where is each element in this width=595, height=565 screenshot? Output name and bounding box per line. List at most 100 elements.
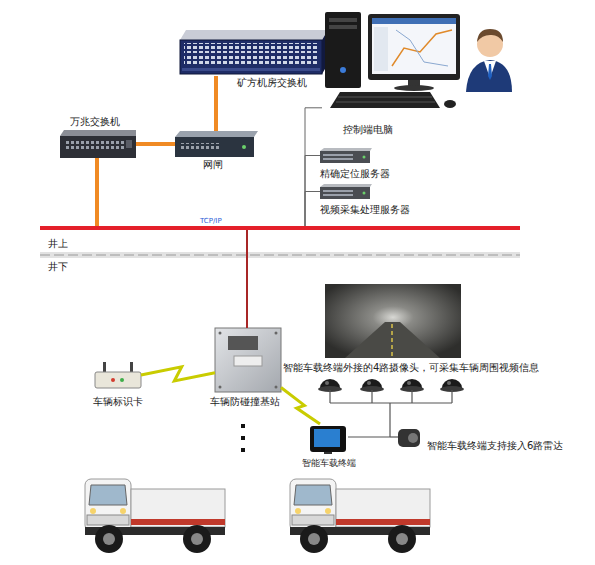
terminal-icon [310, 426, 346, 452]
shaft-divider [40, 252, 520, 258]
node-label: 视频采集处理服务器 [320, 204, 410, 216]
node-label: 万兆交换机 [70, 116, 120, 128]
node-label: 精确定位服务器 [320, 168, 390, 180]
tag-card-icon [95, 362, 141, 388]
server-icon [323, 194, 353, 196]
gateway-icon [175, 131, 258, 157]
control-pc-icon [488, 64, 492, 80]
node-label: 车辆标识卡 [93, 396, 143, 408]
base-station-icon [219, 386, 222, 389]
core-switch-icon [182, 68, 320, 71]
tag-card-icon [103, 362, 106, 373]
server-icon [363, 156, 366, 159]
control-pc-icon [325, 12, 361, 88]
shaft-divider [40, 255, 520, 256]
server-icon [363, 192, 366, 195]
connector [305, 192, 320, 227]
core-switch-node: 矿方机房交换机 [180, 30, 328, 76]
network-bus: TCP/IP [40, 226, 520, 230]
radar-icon [398, 429, 420, 447]
control-pc-icon [340, 67, 346, 73]
camera-wires [389, 403, 390, 437]
server-icon [320, 151, 370, 163]
tunnel-photo [391, 324, 393, 358]
core-switch-icon [184, 43, 318, 53]
server-node: 视频采集处理服务器 [320, 184, 372, 199]
server-icon [320, 148, 372, 163]
base-station-icon [275, 332, 278, 335]
server-node: 精确定位服务器 [320, 148, 372, 163]
base-station-icon [215, 328, 281, 392]
core-switch-icon [180, 40, 322, 74]
base-station-icon [234, 356, 262, 366]
control-pc-icon [477, 29, 503, 42]
tunnel-photo [325, 284, 461, 358]
server-icon [323, 158, 353, 160]
control-pc-icon [372, 18, 456, 24]
tunnel-photo [345, 322, 440, 358]
server-icon [320, 148, 372, 151]
node-label: 网闸 [203, 159, 223, 171]
camera-wires [330, 390, 452, 437]
truck-illustration [290, 479, 430, 553]
control-pc-icon [392, 30, 452, 66]
control-pc-icon [466, 60, 512, 92]
control-pc-icon [330, 92, 440, 108]
zone-label: 井上 [48, 238, 68, 250]
tag-card-icon [130, 362, 133, 373]
tag-card-icon [120, 378, 124, 382]
ten-gig-switch-node: 万兆交换机 [60, 130, 136, 158]
camera-wires [371, 390, 372, 403]
base-station-node: 车辆防碰撞基站 [215, 328, 281, 392]
radar-icon [408, 433, 418, 443]
more-dots [241, 424, 245, 428]
server-icon [323, 154, 353, 156]
control-pc-icon [372, 18, 456, 74]
control-pc-icon [444, 100, 456, 108]
truck-illustration [85, 479, 225, 553]
wireless-link [281, 388, 320, 425]
base-station-icon [275, 386, 278, 389]
node-label: 智能车载终端 [302, 458, 356, 469]
camera-wires [329, 390, 330, 403]
connector [305, 108, 322, 226]
control-pc-icon [338, 97, 432, 98]
connector [136, 142, 175, 146]
radar-icon [398, 429, 420, 447]
node-label: 控制端电脑 [343, 124, 393, 136]
gateway-icon [175, 131, 258, 137]
caption-note: 智能车载终端支持接入6路雷达 [427, 440, 563, 452]
truck-illustration [85, 479, 430, 553]
wireless-link [141, 367, 215, 381]
connector [214, 76, 218, 131]
camera-wires [330, 402, 452, 403]
more-dots [241, 436, 245, 440]
vehicle-terminal-node: 智能车载终端 [310, 424, 346, 454]
control-pc-icon [396, 30, 448, 66]
node-label: 矿方机房交换机 [237, 77, 307, 89]
10g-switch-icon [64, 139, 124, 149]
tunnel-photo [325, 284, 461, 358]
camera-wires [411, 390, 412, 403]
base-station-icon [215, 328, 281, 392]
core-switch-icon [180, 30, 328, 40]
core-switch-icon [184, 56, 318, 66]
gateway-icon [175, 137, 254, 157]
more-dots [241, 424, 245, 452]
terminal-icon [310, 426, 346, 454]
core-switch-icon [180, 30, 328, 74]
node-label: TCP/IP [200, 217, 222, 225]
tag-card-node: 车辆标识卡 [95, 362, 141, 388]
control-pc-icon [325, 12, 512, 108]
control-pc-icon [368, 14, 460, 80]
camera-wires [451, 390, 452, 403]
server-icon [320, 184, 372, 187]
camera-icons [318, 379, 464, 392]
10g-switch-icon [126, 140, 132, 148]
terminal-icon [314, 429, 340, 447]
connector [246, 230, 248, 328]
more-dots [241, 448, 245, 452]
node-label: 车辆防碰撞基站 [210, 396, 280, 408]
camera-wires [390, 436, 398, 437]
